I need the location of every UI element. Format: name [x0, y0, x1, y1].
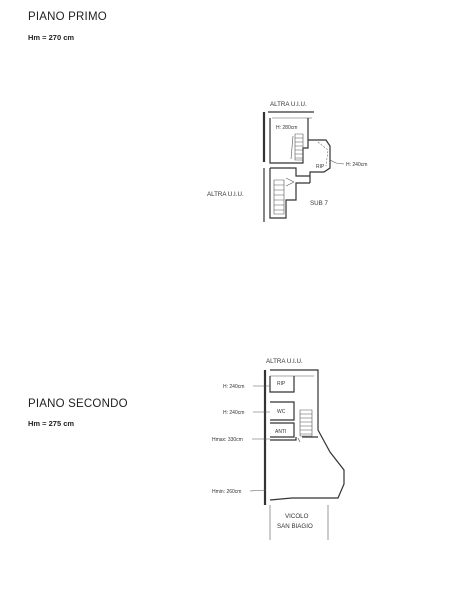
floor-2-leader-hmin	[249, 489, 267, 492]
floor-2-rip-room	[269, 376, 295, 393]
floor-2-street-line-1: VICOLO	[285, 513, 309, 520]
floor-1-label-sub: SUB 7	[310, 200, 328, 207]
floor-2-label-wc: WC	[277, 409, 286, 415]
floor-1-leader-240	[329, 159, 345, 165]
floor-1-label-rip: RIP	[316, 164, 325, 170]
floor-2-label-rip-height: H: 240cm	[223, 384, 244, 390]
floor-1-lower-corridor	[263, 168, 310, 222]
floor-1-mean-height: Hm = 270 cm	[28, 33, 75, 42]
floor-2-wc-room	[270, 401, 295, 421]
floor-1-label-top-unit: ALTRA U.I.U.	[270, 101, 307, 108]
floor-1-label-side-height: H: 240cm	[346, 162, 367, 168]
floor-1-rip-room	[308, 139, 331, 183]
floor-2-label-wc-height: H: 240cm	[223, 410, 244, 416]
floor-1-label-room-height: H: 280cm	[276, 125, 297, 131]
floor-1-stairs-lower	[273, 179, 285, 215]
floor-2-outer-wall	[269, 369, 345, 501]
floor-2-title: PIANO SECONDO	[28, 398, 128, 410]
floor-2-main-room-top	[270, 436, 318, 441]
floor-2-label-hmin: Hmin: 260cm	[212, 489, 241, 495]
floor-1-stairs-upper	[290, 133, 304, 161]
floor-1-label-left-unit: ALTRA U.I.U.	[207, 191, 244, 198]
floor-2-stairs	[299, 409, 313, 437]
floor-1-rip-dashed	[317, 141, 329, 167]
floor-2-door	[297, 437, 301, 443]
floor-2-label-anti: ANTI	[275, 429, 286, 435]
floor-1-title: PIANO PRIMO	[28, 11, 107, 23]
floor-1-door-swing	[285, 177, 295, 187]
floor-2-mean-height: Hm = 275 cm	[28, 419, 75, 428]
floor-1-corridor-top	[270, 167, 310, 177]
floor-2-label-hmax: Hmax: 330cm	[212, 437, 243, 443]
floor-2-label-rip: RIP	[277, 381, 286, 387]
floor-2-anti-room	[270, 422, 295, 438]
floor-2-label-top-unit: ALTRA U.I.U.	[266, 358, 303, 365]
floor-2-street-line-2: SAN BIAGIO	[277, 523, 313, 530]
floor-2-street-edges	[269, 505, 329, 540]
floor-1-plan: ALTRA U.I.U. ALTRA U.I.U. H: 280cm RIP H…	[207, 101, 367, 222]
floor-2-plan: ALTRA U.I.U. RIP WC ANTI H: 240cm H: 240…	[212, 358, 345, 540]
